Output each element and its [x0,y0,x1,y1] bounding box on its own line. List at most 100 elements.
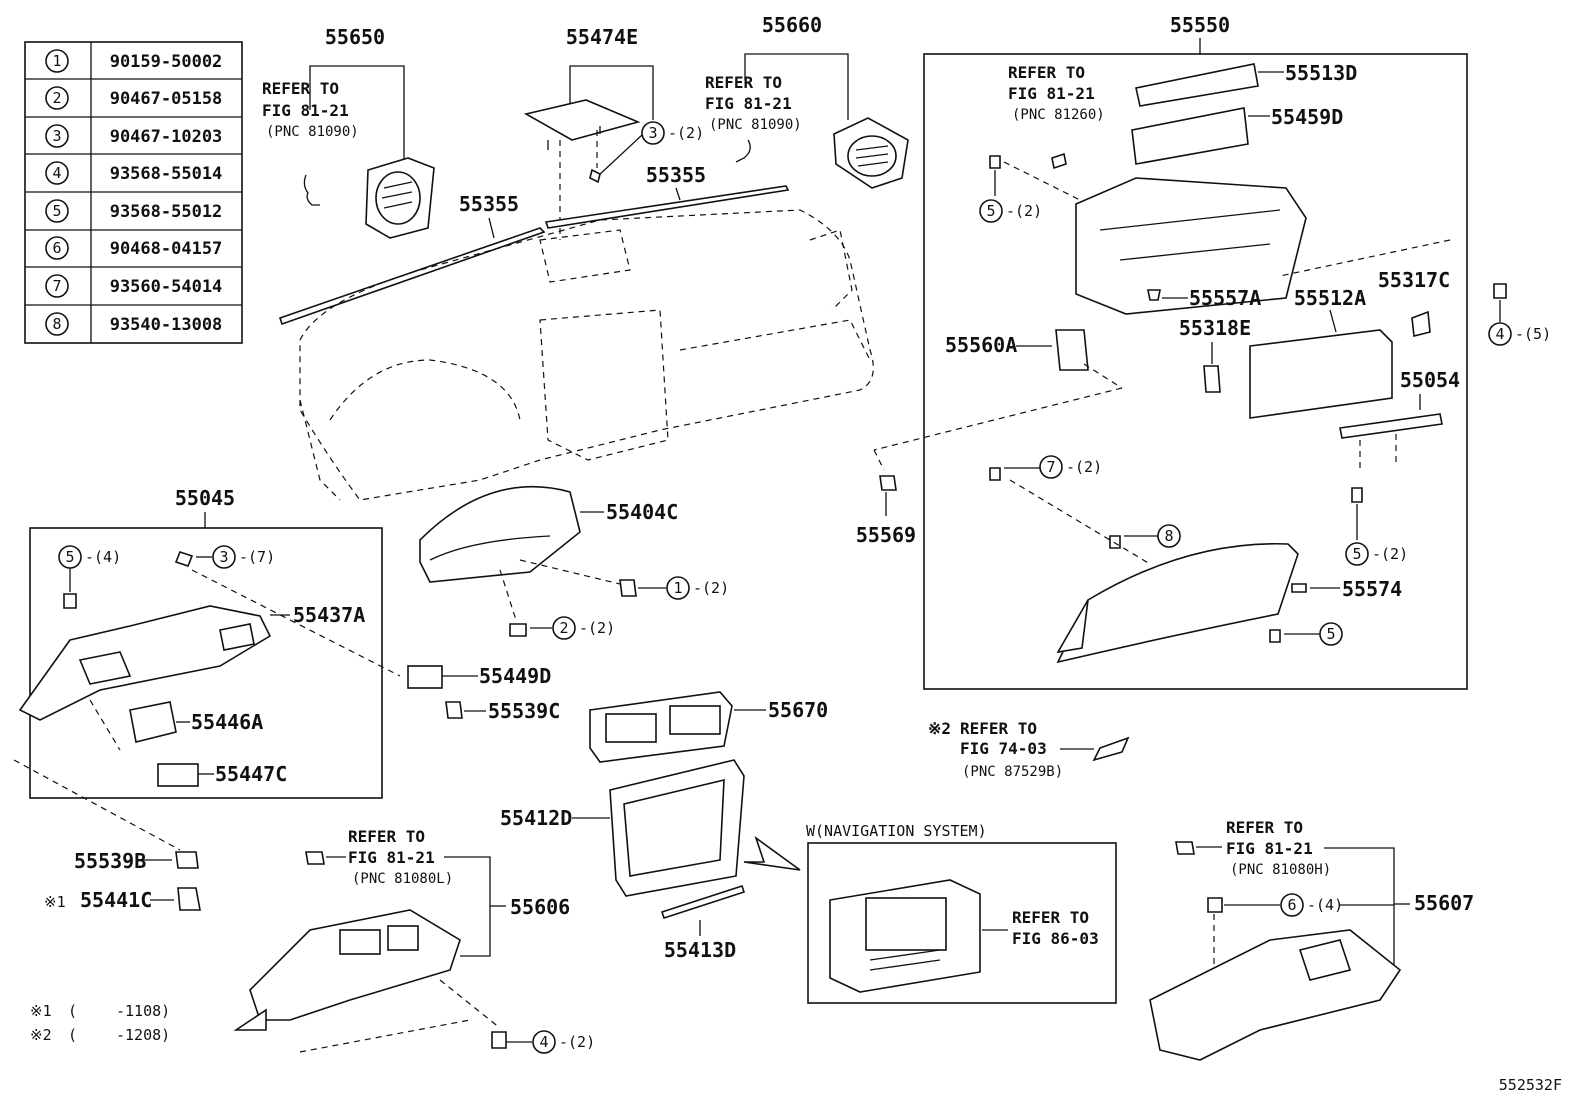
bracket-icon [1411,310,1431,337]
footnotes: ※1 ( -1108) ※2 ( -1208) [30,1002,170,1044]
ref-line: FIG 81-21 [1226,839,1313,858]
legend-num: 6 [52,239,61,257]
part-label-55539B[interactable]: 55539B [74,849,146,873]
part-label-55413D[interactable]: 55413D [664,938,736,962]
part-label-55449D[interactable]: 55449D [479,664,551,688]
legend-num: 7 [52,277,61,295]
part-label-55446A[interactable]: 55446A [191,710,263,734]
legend-part-number: 90467-05158 [110,89,223,109]
side-vent-right-icon [833,117,909,189]
vent-strip-icon [1135,63,1259,107]
ref-line: REFER TO [262,79,339,98]
svg-text:1: 1 [673,579,682,597]
legend-part-number: 93568-55014 [110,164,223,184]
ref-line: REFER TO [960,719,1037,738]
note-mark: ※2 [30,1026,52,1044]
note-open: ( [68,1002,77,1020]
glove-box-door-icon [1056,542,1299,664]
part-label-55670[interactable]: 55670 [768,698,828,722]
part-label-55660[interactable]: 55660 [762,13,822,37]
wire-connector-icon [303,174,320,206]
legend-part-number: 90467-10203 [110,127,223,147]
clip-icon [1175,841,1195,855]
svg-text:5: 5 [1326,625,1335,643]
part-label-55650[interactable]: 55650 [325,25,385,49]
legend-part-number: 90159-50002 [110,52,223,72]
qty-label: -(2) [1066,458,1102,476]
part-label-55412D[interactable]: 55412D [500,806,572,830]
meter-hood-icon [419,485,581,583]
ref-line: REFER TO [705,73,782,92]
clip-icon [879,475,897,491]
legend-row: 5 93568-55012 [45,199,223,223]
trim-strip-icon [660,884,746,920]
part-label-55512A[interactable]: 55512A [1294,286,1366,310]
part-label-55054[interactable]: 55054 [1400,368,1460,392]
svg-text:3: 3 [648,124,657,142]
qty-label: -(7) [239,548,275,566]
group-55355: 55355 55355 [278,163,874,501]
part-label-55606[interactable]: 55606 [510,895,570,919]
switch-panel-icon [129,701,177,743]
part-label-55355[interactable]: 55355 [459,192,519,216]
latch-icon [1203,365,1221,393]
qty-label: -(2) [579,619,615,637]
group-55550: 55550 REFER TO FIG 81-21 (PNC 81260) 555… [873,13,1468,690]
qty-label: -(5) [1515,325,1551,343]
legend-row: 3 90467-10203 [45,124,223,148]
group-55045: 55045 5 -(4) 3 -(7) 55437A 55446A 55447C [18,486,401,799]
screw-icon [989,155,1001,169]
part-label-55404C[interactable]: 55404C [606,500,678,524]
navigation-unit-icon [829,879,981,993]
legend-table: 1 90159-50002 2 90467-05158 3 90467-1020… [24,41,243,344]
legend-part-number: 93568-55012 [110,202,223,222]
part-label-55441C[interactable]: 55441C [80,888,152,912]
part-label-55437A[interactable]: 55437A [293,603,365,627]
part-label-55607[interactable]: 55607 [1414,891,1474,915]
part-label-55474E[interactable]: 55474E [566,25,638,49]
part-label-55574[interactable]: 55574 [1342,577,1402,601]
lower-panel-left-icon [18,605,272,721]
group-55404C: 55404C 1 -(2) 2 -(2) [419,485,729,640]
clip-icon [305,851,325,865]
group-55670: 55670 [589,691,828,763]
part-label-55447C[interactable]: 55447C [215,762,287,786]
panel-strip-icon [1131,107,1249,165]
wire-connector-icon [735,139,751,163]
part-label-55317C[interactable]: 55317C [1378,268,1450,292]
cluster-panel-icon [609,759,745,897]
legend-row: 1 90159-50002 [45,49,223,73]
ref-line: (PNC 81260) [1012,107,1105,123]
lower-panel-center-icon [233,909,461,1031]
screw-icon [63,593,77,609]
ref-line: REFER TO [1226,818,1303,837]
ref-line: FIG 81-21 [1008,84,1095,103]
part-label-55550[interactable]: 55550 [1170,13,1230,37]
group-navigation: W(NAVIGATION SYSTEM) REFER TO FIG 86-03 [743,822,1117,1004]
part-label-55045[interactable]: 55045 [175,486,235,510]
part-label-55355[interactable]: 55355 [646,163,706,187]
instrument-panel-icon [299,209,874,501]
group-55569: 55569 [856,449,916,547]
svg-text:5: 5 [65,548,74,566]
note-value: -1208) [116,1026,170,1044]
qty-label: -(2) [1006,202,1042,220]
ref-line: FIG 86-03 [1012,929,1099,948]
diagram-id: 552532F [1499,1076,1562,1094]
ref-line: REFER TO [1012,908,1089,927]
part-label-55513D[interactable]: 55513D [1285,61,1357,85]
qty-label: -(2) [693,579,729,597]
part-label-55560A[interactable]: 55560A [945,333,1017,357]
part-label-55569[interactable]: 55569 [856,523,916,547]
glove-box-housing-icon [1075,177,1307,315]
label-sheet-icon [1092,736,1130,762]
screw-icon [1109,535,1121,549]
screw-icon [491,1031,507,1049]
part-label-55539C[interactable]: 55539C [488,699,560,723]
part-label-55318E[interactable]: 55318E [1179,316,1251,340]
part-label-55459D[interactable]: 55459D [1271,105,1343,129]
ref-line: FIG 81-21 [262,101,349,120]
svg-text:3: 3 [219,548,228,566]
part-label-55557A[interactable]: 55557A [1189,286,1261,310]
